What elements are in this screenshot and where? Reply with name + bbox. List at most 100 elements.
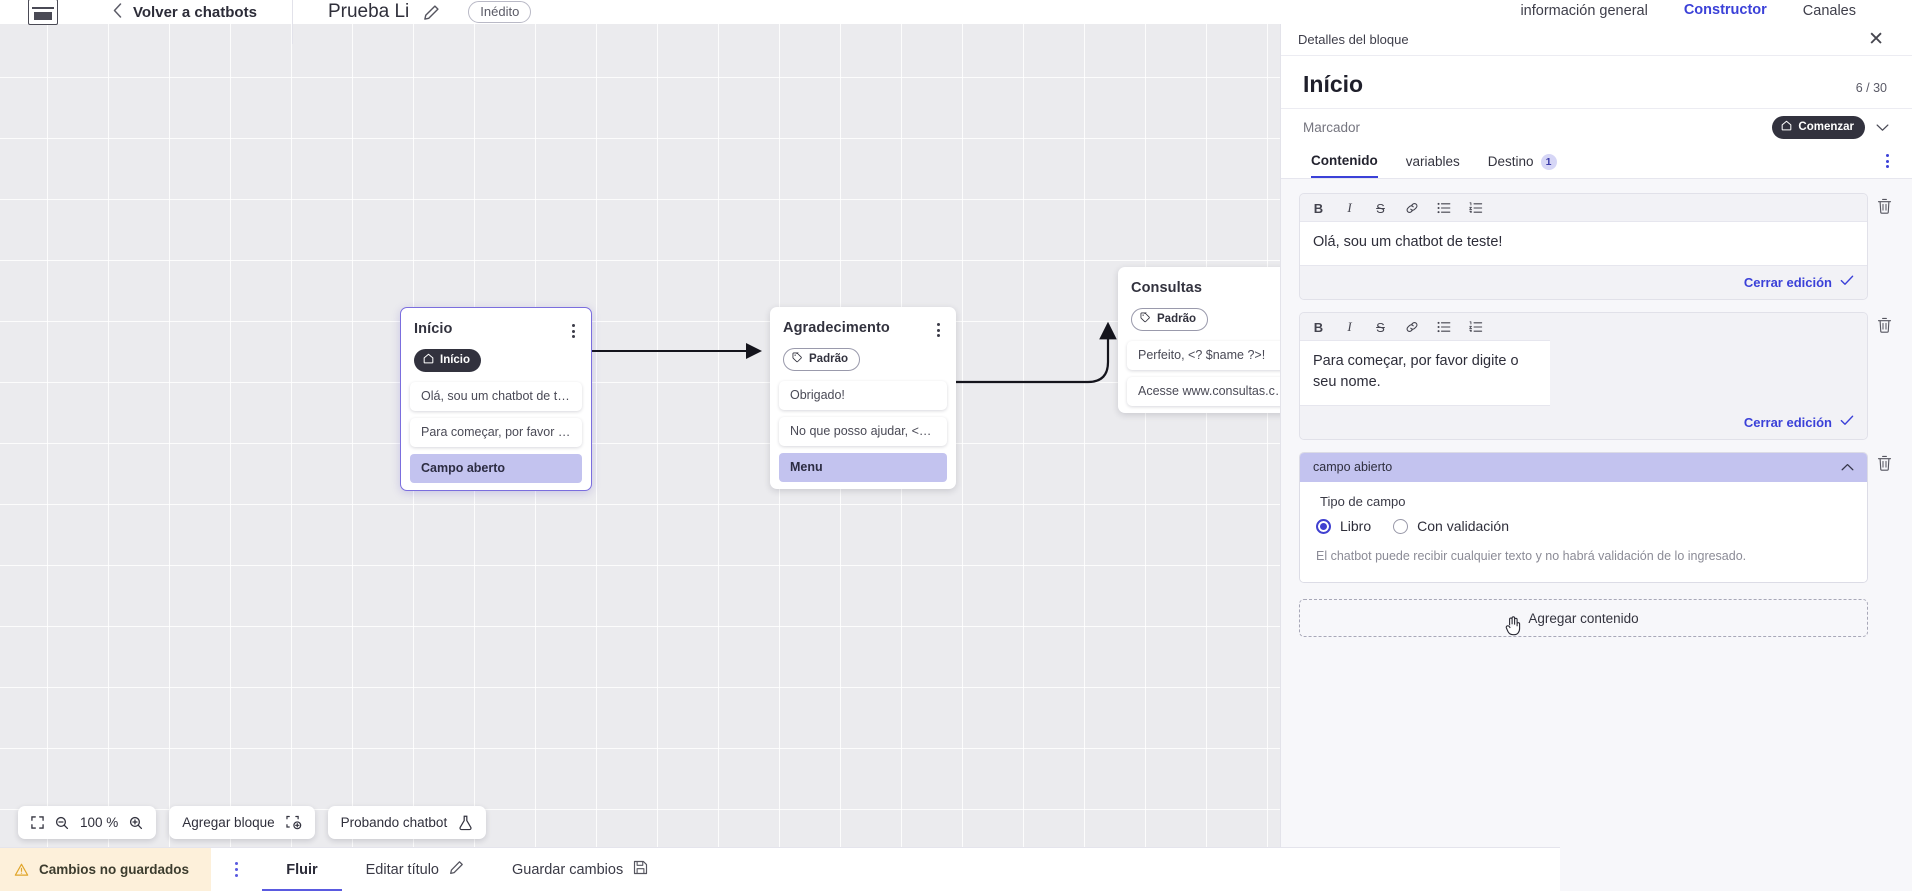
bottom-tab-editar-titulo[interactable]: Editar título (342, 848, 488, 891)
add-block-button[interactable]: Agregar bloque (169, 806, 315, 839)
bottom-tab-guardar-cambios[interactable]: Guardar cambios (488, 848, 672, 891)
bold-button[interactable]: B (1313, 200, 1324, 216)
node-message-highlighted[interactable]: Menu (779, 453, 947, 482)
node-tag-label: Início (440, 354, 471, 366)
node-message-list: Perfeito, <? $name ?>! Acesse www.consul… (1118, 341, 1310, 406)
marker-value-chip[interactable]: Comenzar (1772, 116, 1865, 139)
check-icon (1840, 273, 1854, 291)
node-message[interactable]: Para começar, por favor digite o ... (410, 418, 582, 447)
bottom-overflow-menu-button[interactable] (211, 861, 262, 878)
panel-overflow-menu-button[interactable] (1886, 154, 1889, 177)
zoom-controls: 100 % (18, 806, 157, 839)
bottom-tab-label: Guardar cambios (511, 861, 624, 878)
node-header: Início (401, 308, 591, 341)
rich-text-editor[interactable]: B I S Para começar, por favor di (1299, 312, 1868, 441)
tag-icon (792, 352, 803, 366)
radio-label: Libro (1340, 518, 1372, 535)
node-message-highlighted[interactable]: Campo aberto (410, 454, 582, 483)
italic-button[interactable]: I (1347, 319, 1352, 335)
radio-option-libro[interactable]: Libro (1316, 518, 1371, 534)
bullet-list-icon[interactable] (1437, 321, 1451, 333)
flow-node-agradecimento[interactable]: Agradecimento Padrão Obrigado! No que po… (770, 307, 956, 489)
strikethrough-button[interactable]: S (1376, 319, 1385, 335)
chevron-down-icon[interactable] (1876, 121, 1889, 135)
bottom-tab-label: Editar título (365, 861, 439, 878)
node-menu-button[interactable] (933, 320, 944, 340)
unsaved-changes-label: Cambios no guardados (39, 862, 190, 877)
pencil-icon[interactable] (423, 4, 440, 21)
text-content-1[interactable]: Olá, sou um chatbot de teste! (1300, 221, 1867, 267)
node-message[interactable]: Olá, sou um chatbot de teste! (410, 382, 582, 411)
tab-informacion-general[interactable]: información general (1520, 3, 1648, 19)
bold-button[interactable]: B (1313, 319, 1324, 335)
editor-footer[interactable]: Cerrar edición (1300, 406, 1867, 440)
node-tag-start: Início (414, 349, 482, 372)
save-icon (633, 860, 648, 879)
flow-node-inicio[interactable]: Início Início Olá, sou um chatbot de tes… (400, 307, 592, 491)
bottom-tab-fluir[interactable]: Fluir (262, 848, 341, 891)
content-block-campo-abierto: campo abierto Tipo de campo Libro (1299, 452, 1894, 584)
chevron-left-icon[interactable] (113, 2, 122, 22)
marker-control[interactable]: Comenzar (1772, 116, 1889, 139)
trash-icon[interactable] (1874, 452, 1894, 472)
link-icon[interactable] (1405, 201, 1419, 215)
strikethrough-button[interactable]: S (1376, 200, 1385, 216)
node-tag-row: Padrão (1118, 300, 1310, 341)
italic-button[interactable]: I (1347, 200, 1352, 215)
zoom-level: 100 % (80, 815, 119, 830)
test-chatbot-button[interactable]: Probando chatbot (327, 806, 487, 839)
node-tag-row: Padrão (770, 340, 956, 381)
field-settings-card: campo abierto Tipo de campo Libro (1299, 452, 1868, 584)
node-message[interactable]: Acesse www.consultas.com par... (1127, 377, 1301, 406)
add-block-label: Agregar bloque (182, 815, 275, 830)
node-menu-button[interactable] (568, 321, 579, 341)
field-type-radio-group: Libro Con validación (1316, 518, 1851, 534)
format-toolbar: B I S (1300, 194, 1867, 221)
text-content-2[interactable]: Para começar, por favor digite o seu nom… (1300, 340, 1550, 407)
node-message[interactable]: Perfeito, <? $name ?>! (1127, 341, 1301, 370)
chevron-up-icon[interactable] (1841, 460, 1854, 474)
field-title: campo abierto (1313, 460, 1393, 475)
content-block-text-1: B I S Olá, sou um chatbot de tes (1299, 193, 1894, 301)
numbered-list-icon[interactable] (1469, 202, 1483, 214)
fit-screen-icon[interactable] (31, 816, 44, 829)
tab-canales[interactable]: Canales (1802, 3, 1856, 19)
zoom-out-icon[interactable] (55, 816, 69, 830)
node-tag-default: Padrão (783, 348, 860, 371)
bottom-bar: Cambios no guardados Fluir Editar título… (0, 847, 1560, 891)
mouse-cursor-icon (1505, 616, 1521, 636)
node-message-list: Obrigado! No que posso ajudar, <? $name … (770, 381, 956, 482)
numbered-list-icon[interactable] (1469, 321, 1483, 333)
field-header[interactable]: campo abierto (1300, 453, 1867, 483)
status-badge: Inédito (468, 1, 532, 23)
node-message[interactable]: No que posso ajudar, <? $name ... (779, 417, 947, 446)
warning-triangle-icon (14, 863, 29, 877)
bullet-list-icon[interactable] (1437, 202, 1451, 214)
node-header: Agradecimento (770, 307, 956, 340)
rich-text-editor[interactable]: B I S Olá, sou um chatbot de tes (1299, 193, 1868, 301)
tab-label: variables (1405, 154, 1460, 169)
radio-indicator[interactable] (1393, 518, 1409, 534)
zoom-in-icon[interactable] (129, 816, 143, 830)
back-to-chatbots-link[interactable]: Volver a chatbots (133, 3, 257, 21)
tab-variables[interactable]: variables (1406, 154, 1460, 177)
flow-node-consultas[interactable]: Consultas Padrão Perfeito, <? $name ?>! … (1118, 267, 1310, 413)
bottom-tab-label: Fluir (286, 861, 318, 878)
add-content-button[interactable]: Agregar contenido (1299, 599, 1868, 638)
node-message[interactable]: Obrigado! (779, 381, 947, 410)
home-icon (1781, 120, 1792, 134)
panel-content: B I S Olá, sou um chatbot de tes (1281, 179, 1912, 891)
tab-destino[interactable]: Destino 1 (1488, 153, 1557, 178)
flask-icon (458, 815, 473, 831)
block-count: 6 / 30 (1855, 81, 1887, 95)
close-edit-label: Cerrar edición (1743, 414, 1832, 430)
trash-icon[interactable] (1874, 193, 1894, 215)
radio-indicator-selected[interactable] (1316, 518, 1331, 534)
tab-contenido[interactable]: Contenido (1311, 153, 1378, 178)
editor-footer[interactable]: Cerrar edición (1300, 266, 1867, 300)
link-icon[interactable] (1405, 320, 1419, 334)
trash-icon[interactable] (1874, 312, 1894, 334)
close-icon[interactable]: ✕ (1868, 29, 1884, 50)
radio-option-con-validacion[interactable]: Con validación (1393, 518, 1509, 534)
node-tag-label: Padrão (1157, 313, 1196, 325)
